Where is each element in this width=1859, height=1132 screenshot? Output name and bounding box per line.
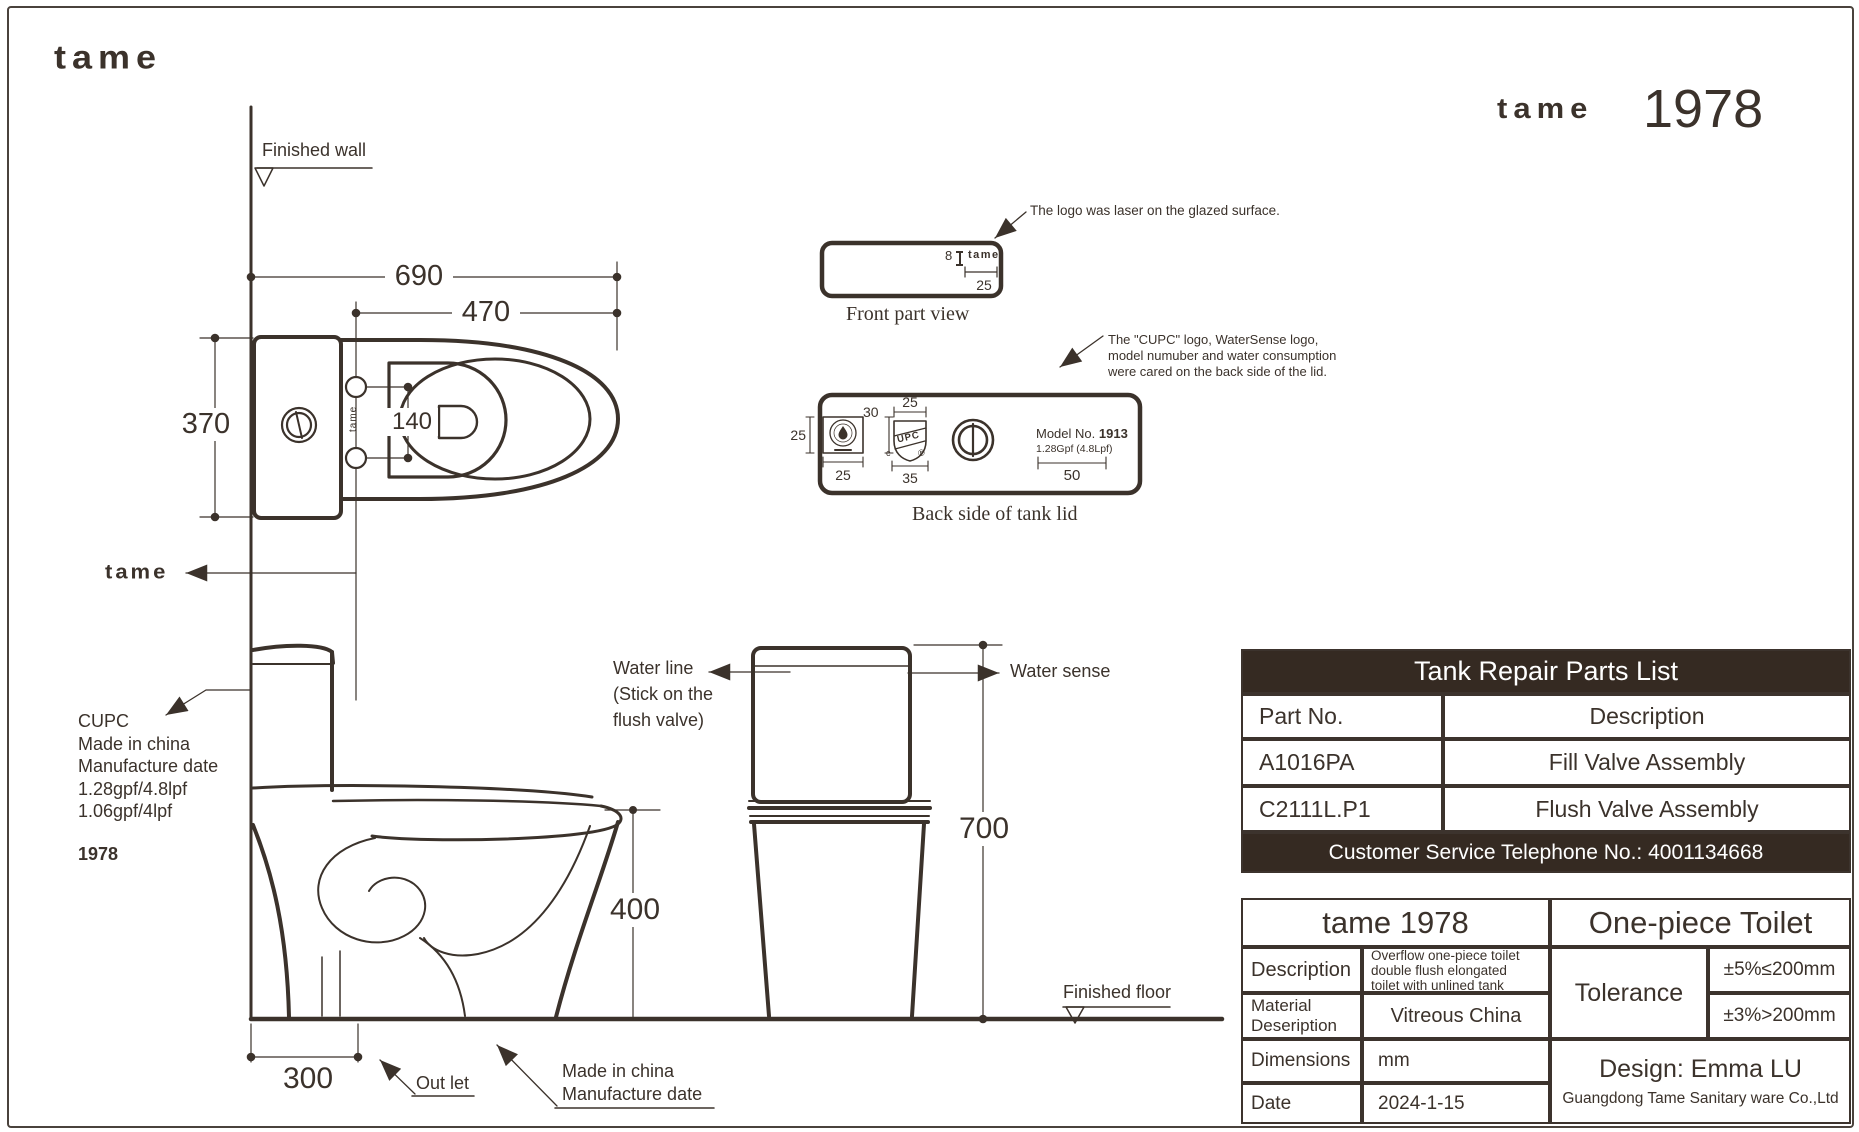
- dim-700: 700: [947, 812, 1021, 846]
- spec-dims-value: mm: [1362, 1039, 1550, 1083]
- outlet-label: Out let: [416, 1073, 470, 1093]
- lid-dim-bottom-25: 25: [835, 467, 851, 483]
- spec-material-value: Vitreous China: [1362, 993, 1550, 1039]
- spec-material-label1: Material: [1251, 996, 1312, 1015]
- note-gpf-2: 1.06gpf/4lpf: [78, 801, 173, 821]
- model-label: Model No.: [1036, 426, 1099, 441]
- fpv-logo-text: tame: [968, 249, 1000, 261]
- parts-row-desc: Flush Valve Assembly: [1443, 786, 1851, 832]
- lid-dim-35: 35: [902, 470, 918, 486]
- height-bracket-icon: [956, 251, 963, 266]
- madeinchina-leader: [496, 1044, 558, 1107]
- spec-tolerance-label: Tolerance: [1550, 947, 1708, 1039]
- finished-floor-label: Finished floor: [1063, 982, 1172, 1002]
- parts-table-title: Tank Repair Parts List: [1241, 649, 1851, 694]
- spec-design-cell: Design: Emma LU Guangdong Tame Sanitary …: [1550, 1039, 1851, 1124]
- spec-desc-value: Overflow one-piece toilet double flush e…: [1362, 947, 1550, 993]
- spec-tolerance-1: ±5%≤200mm: [1708, 947, 1851, 993]
- lid-dim-30: 30: [863, 404, 879, 420]
- lid-dim-50: 50: [1063, 467, 1081, 484]
- front-part-view-caption: Front part view: [846, 303, 970, 325]
- upc-r-mark: ®: [918, 448, 925, 458]
- dim-370: 370: [172, 408, 240, 441]
- dim-470: 470: [452, 296, 520, 329]
- spec-company: Guangdong Tame Sanitary ware Co.,Ltd: [1562, 1090, 1839, 1107]
- made-in-china-label: Made in china Manufacture date: [562, 1060, 702, 1106]
- dim-400: 400: [601, 893, 669, 927]
- note-manufacture-date: Manufacture date: [78, 756, 219, 776]
- lid-model-line: Model No. 1913: [1036, 426, 1128, 441]
- water-line-label-3: flush valve): [613, 710, 705, 730]
- tank-lid-caption: Back side of tank lid: [912, 503, 1078, 525]
- s-trap: [317, 837, 427, 944]
- flush-button: [951, 418, 995, 462]
- laser-logo-annotation: The logo was laser on the glazed surface…: [1030, 203, 1280, 218]
- parts-row-desc: Fill Valve Assembly: [1443, 739, 1851, 786]
- parts-table-footer: Customer Service Telephone No.: 40011346…: [1241, 832, 1851, 873]
- spec-date-label: Date: [1241, 1083, 1362, 1124]
- tank-lid-outline: [817, 392, 1143, 496]
- tame-leader-label: tame: [105, 560, 169, 583]
- spec-date-value: 2024-1-15: [1362, 1083, 1550, 1124]
- spec-desc-line1: Overflow one-piece toilet: [1371, 947, 1520, 963]
- spec-dims-label: Dimensions: [1241, 1039, 1362, 1083]
- lid-consumption: 1.28Gpf (4.8Lpf): [1036, 443, 1113, 455]
- side-bowl-front: [554, 820, 620, 1019]
- outlet-lines: [321, 950, 341, 1017]
- fpv-dim-25: 25: [976, 277, 992, 293]
- upc-c-mark: c: [886, 448, 891, 458]
- dim-690: 690: [385, 260, 453, 293]
- spec-material-label2: Deseription: [1251, 1016, 1337, 1035]
- parts-col-desc: Description: [1443, 694, 1851, 739]
- made-in-line1: Made in china: [562, 1061, 675, 1081]
- fpv-dim-8: 8: [945, 248, 953, 263]
- page-border: [7, 6, 1854, 1128]
- spec-design: Design: Emma LU: [1599, 1055, 1802, 1083]
- side-tank-lid: [251, 643, 335, 665]
- model-value: 1913: [1098, 426, 1128, 441]
- brand-logo-right: tame: [1497, 92, 1594, 125]
- cupc-annotation: The "CUPC" logo, WaterSense logo, model …: [1108, 332, 1336, 380]
- plan-tank-logo-text: tame: [348, 405, 359, 432]
- note-made-in-china: Made in china: [78, 733, 191, 754]
- water-line-label-2: (Stick on the: [613, 684, 714, 704]
- watersense-logo: [829, 419, 857, 447]
- spec-desc-line2: double flush elongated: [1371, 962, 1507, 978]
- parts-col-part: Part No.: [1241, 694, 1443, 739]
- cupc-annotation-line3: were cared on the back side of the lid.: [1108, 364, 1327, 379]
- side-notes: CUPC Made in china Manufacture date 1.28…: [78, 710, 218, 865]
- lid-dim-left-25: 25: [790, 427, 806, 443]
- dim-140: 140: [386, 408, 438, 436]
- water-line-label: Water line (Stick on the flush valve): [613, 655, 713, 733]
- spec-type-title: One-piece Toilet: [1550, 898, 1851, 947]
- model-number-title: 1978: [1643, 79, 1764, 139]
- spec-desc-line3: toilet with unlined tank: [1371, 977, 1504, 993]
- spec-desc-label: Description: [1241, 947, 1362, 993]
- brand-logo: tame: [54, 38, 163, 76]
- water-sense-label: Water sense: [1010, 661, 1111, 681]
- cupc-annotation-line1: The "CUPC" logo, WaterSense logo,: [1108, 332, 1319, 347]
- parts-row-part: C2111L.P1: [1241, 786, 1443, 832]
- spec-tolerance-2: ±3%>200mm: [1708, 993, 1851, 1039]
- front-part-outline: [819, 240, 1004, 299]
- dim-300: 300: [275, 1062, 341, 1096]
- finished-wall-label: Finished wall: [262, 140, 367, 160]
- watersense-droplet-icon: [838, 426, 848, 440]
- cupc-leader: [165, 689, 252, 716]
- note-cupc: CUPC: [78, 711, 130, 731]
- outlet-leader: [379, 1059, 416, 1095]
- front-tank: [751, 646, 912, 804]
- water-line-label-1: Water line: [613, 658, 694, 678]
- made-in-line2: Manufacture date: [562, 1084, 703, 1104]
- lid-dim-top-25: 25: [902, 394, 918, 410]
- note-gpf-1: 1.28gpf/4.8lpf: [78, 778, 188, 799]
- spec-model-title: tame 1978: [1241, 898, 1550, 947]
- parts-row-part: A1016PA: [1241, 739, 1443, 786]
- cupc-annotation-line2: model numuber and water consumption: [1108, 348, 1337, 363]
- upc-shield: [893, 420, 927, 462]
- spec-material-label: Material Deseription: [1241, 993, 1362, 1039]
- note-model-bold: 1978: [78, 843, 119, 864]
